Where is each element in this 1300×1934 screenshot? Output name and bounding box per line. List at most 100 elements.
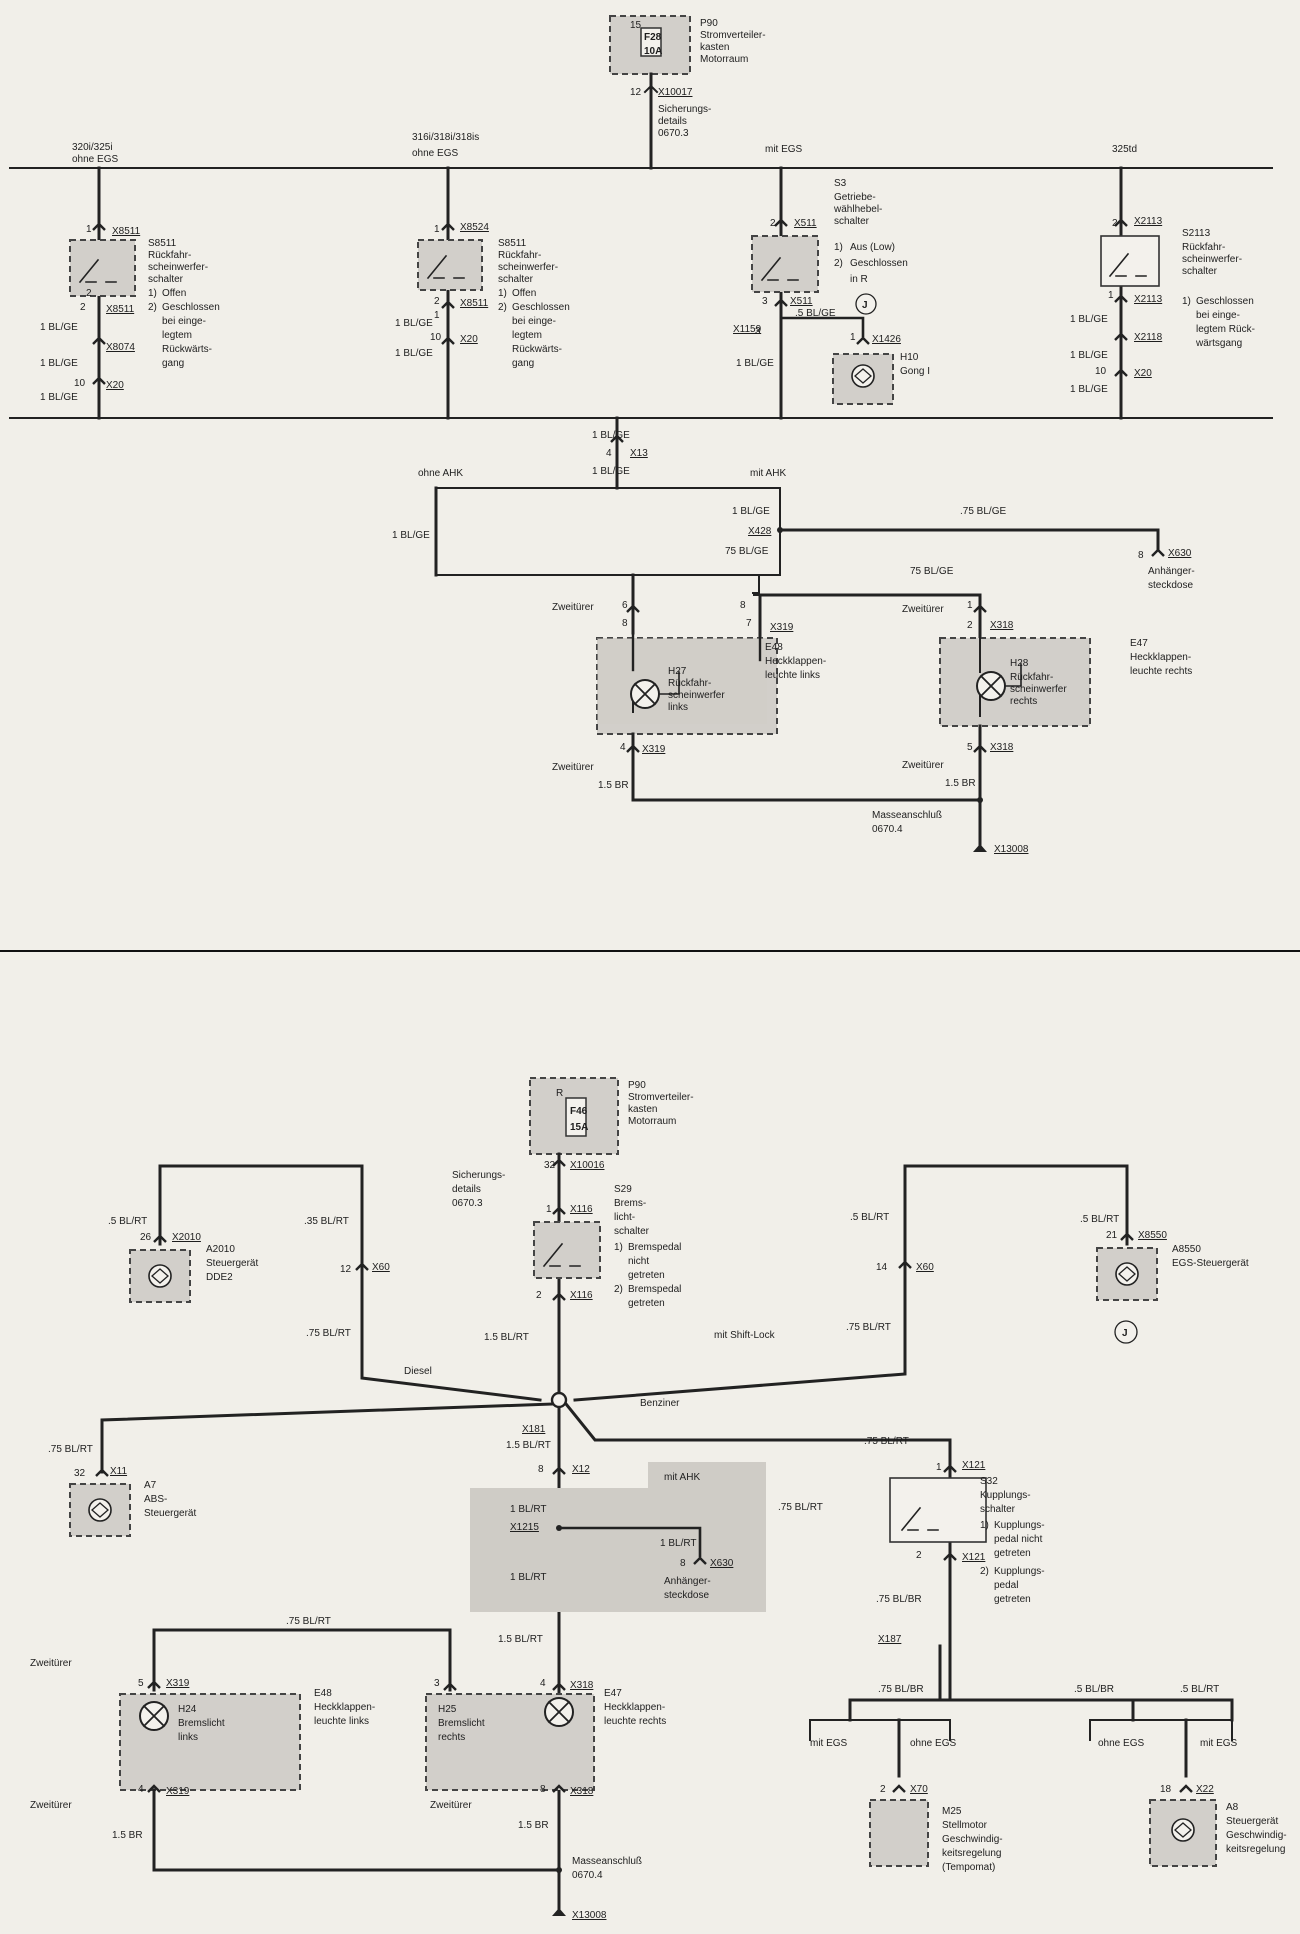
desc: gang (162, 358, 184, 369)
desc: S8511 (148, 238, 177, 249)
desc: Rückfahr- (148, 250, 191, 261)
desc: rechts (438, 1732, 465, 1743)
desc: E47 (604, 1688, 622, 1699)
connector-label: X2118 (1134, 332, 1163, 343)
connector-label: X20 (1134, 368, 1152, 379)
top-diagram: 15 F28 10A P90 Stromverteiler- kasten Mo… (9, 15, 1273, 855)
connector-label: X1426 (872, 334, 901, 345)
desc: scheinwerfer- (498, 262, 558, 273)
connector-label: X319 (770, 622, 794, 633)
variant-label: ohne EGS (412, 148, 458, 159)
wire-label: 1 BL/GE (395, 348, 433, 359)
bottom-diagram: R F46 15A P90 Stromverteiler- kasten Mot… (30, 1077, 1287, 1921)
desc: Geschlossen (162, 302, 220, 313)
note: 0670.3 (658, 128, 689, 139)
connector-label: X511 (790, 296, 813, 307)
connector-label: X8511 (112, 226, 141, 237)
desc: A7 (144, 1480, 157, 1491)
desc: steckdose (664, 1590, 709, 1601)
pin: 4 (606, 448, 612, 459)
desc: Geschwindig- (1226, 1830, 1287, 1841)
wire (752, 574, 760, 594)
connector-label: X8511 (460, 298, 489, 309)
connector-symbol (643, 84, 659, 94)
connector-label: X1215 (510, 1522, 539, 1533)
desc: Bremslicht (438, 1718, 485, 1729)
pin: 3 (762, 296, 768, 307)
desc: Rückfahr- (498, 250, 541, 261)
connector-label: X2010 (172, 1232, 201, 1243)
pin: 10 (430, 332, 442, 343)
wire-label: .75 BL/RT (864, 1436, 909, 1447)
wire-label: 75 BL/GE (725, 546, 769, 557)
desc: scheinwerfer (668, 690, 725, 701)
wire-label: .75 BL/BR (878, 1684, 924, 1695)
ecu-a8: 18 X22 A8 Steuergerät Geschwindig- keits… (1149, 1784, 1287, 1867)
desc: gang (512, 358, 534, 369)
pin: 2 (80, 302, 86, 313)
connector-label: X13008 (994, 844, 1029, 855)
pin: 8 (622, 618, 628, 629)
desc: Bremspedal (628, 1284, 681, 1295)
pin: 5 (138, 1678, 144, 1689)
connector-label: X318 (990, 620, 1014, 631)
wire-label: .35 BL/RT (304, 1216, 349, 1227)
desc: rechts (1010, 696, 1037, 707)
fuse-title: kasten (628, 1104, 657, 1115)
desc: Offen (162, 288, 186, 299)
variant-label: mit EGS (810, 1738, 848, 1749)
fuse-id: F46 (570, 1106, 588, 1117)
wire-label: 1.5 BL/RT (484, 1332, 529, 1343)
desc: H27 (668, 666, 687, 677)
wire-label: 1 BL/GE (1070, 384, 1108, 395)
desc: scheinwerfer (1010, 684, 1067, 695)
pin: 8 (680, 1558, 686, 1569)
wire-label: .75 BL/RT (306, 1328, 351, 1339)
desc: 2) (980, 1566, 989, 1577)
wire-label: .75 BL/GE (960, 506, 1006, 517)
ground-x13008-b: Masseanschluß 0670.4 X13008 (552, 1856, 642, 1921)
wire-label: 1 BL/RT (510, 1572, 547, 1583)
desc: S32 (980, 1476, 998, 1487)
desc: A2010 (206, 1244, 235, 1255)
connector-label: X20 (460, 334, 478, 345)
pin: 10 (74, 378, 86, 389)
desc: bei einge- (1196, 310, 1240, 321)
connector-label: X319 (642, 744, 666, 755)
connector-label: X60 (916, 1262, 934, 1273)
desc: 0670.4 (872, 824, 903, 835)
ground-x13008: Masseanschluß 0670.4 X13008 (631, 797, 1029, 855)
desc: EGS-Steuergerät (1172, 1258, 1249, 1269)
switch-s8511-a: 1 X8511 2 2 X8511 1 BL/GE X8074 1 BL/GE … (40, 166, 220, 420)
connector-label: X121 (962, 1552, 986, 1563)
connector-label: X319 (166, 1678, 190, 1689)
desc: 1) (980, 1520, 989, 1531)
pin: 8 (740, 600, 746, 611)
desc: Rückwärts- (512, 344, 562, 355)
fuse-id: F28 (644, 32, 662, 43)
desc: Aus (Low) (850, 242, 895, 253)
desc: Rückfahr- (668, 678, 711, 689)
wire-label: 1 BL/GE (40, 322, 78, 333)
wire-label: Benziner (640, 1398, 680, 1409)
pin: 18 (1160, 1784, 1172, 1795)
connector-x428: 1 BL/GE X428 75 BL/GE .75 BL/GE 8 X630 A… (725, 506, 1195, 591)
variant-label: mit EGS (1200, 1738, 1238, 1749)
desc: 1) (498, 288, 507, 299)
connector-label: X187 (878, 1634, 902, 1645)
pin: 1 (434, 310, 440, 321)
wire-label: .5 BL/RT (108, 1216, 147, 1227)
desc: H10 (900, 352, 919, 363)
fuse-title: Motorraum (700, 54, 748, 65)
desc: Kupplungs- (994, 1566, 1045, 1577)
fuse-symbol (565, 1097, 587, 1137)
desc: Anhänger- (664, 1576, 711, 1587)
wire-label: .75 BL/RT (286, 1616, 331, 1627)
pin: 8 (540, 1784, 546, 1795)
desc: wärtsgang (1195, 338, 1242, 349)
fuse-title: Motorraum (628, 1116, 676, 1127)
desc: DDE2 (206, 1272, 233, 1283)
connector-label: X8511 (106, 304, 135, 315)
connector-label: X630 (710, 1558, 734, 1569)
